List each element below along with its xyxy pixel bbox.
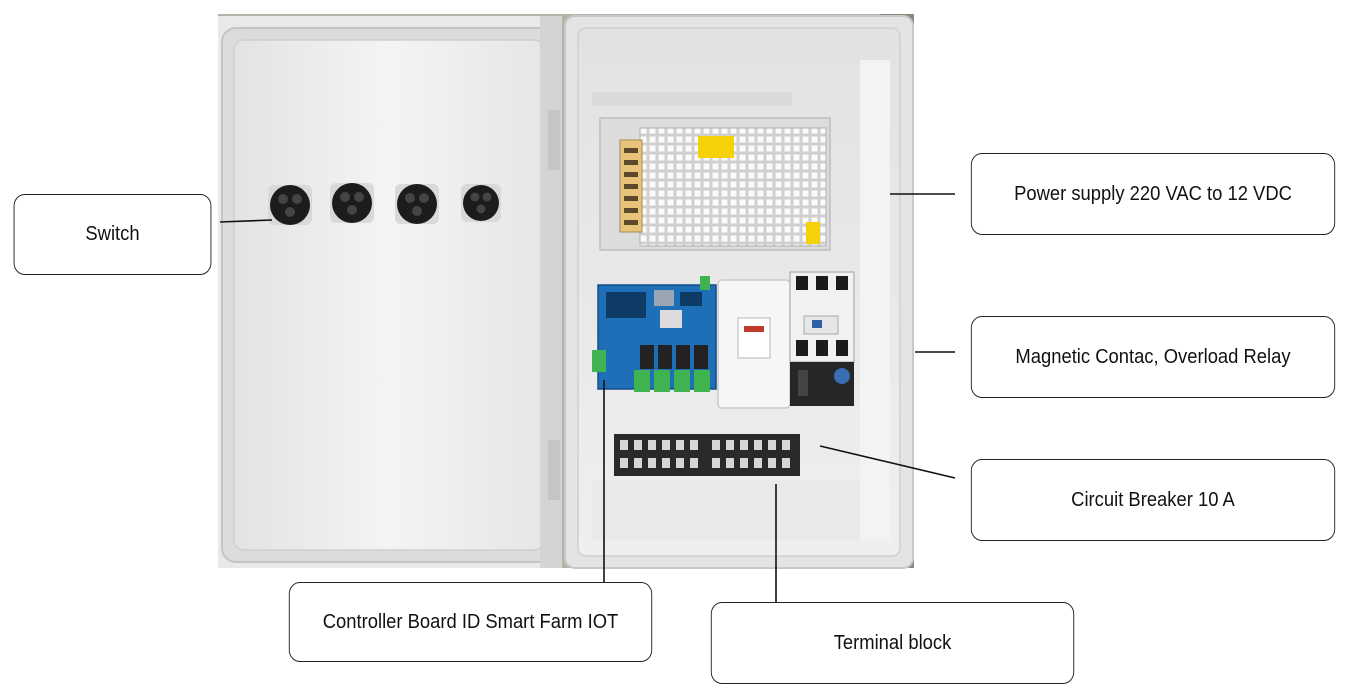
callout-terminal-block: Terminal block <box>710 602 1075 684</box>
warning-sticker-small <box>806 222 820 244</box>
warning-sticker <box>698 136 734 158</box>
switch-knob-1 <box>268 185 312 225</box>
magnetic-contactor <box>789 271 855 363</box>
switch-knob-2 <box>330 183 374 223</box>
leader-switch <box>219 219 273 223</box>
callout-terminal-block-text: Terminal block <box>833 631 952 654</box>
switch-knob-4 <box>461 184 501 222</box>
overload-relay <box>790 362 854 406</box>
callout-magnetic-contactor-text: Magnetic Contac, Overload Relay <box>1015 345 1291 368</box>
door-switches <box>268 183 501 225</box>
callout-power-supply-text: Power supply 220 VAC to 12 VDC <box>1014 182 1292 205</box>
circuit-breaker-module <box>717 279 791 409</box>
callout-magnetic-contactor: Magnetic Contac, Overload Relay <box>970 316 1336 398</box>
callout-switch-text: Switch <box>85 223 140 245</box>
callout-circuit-breaker: Circuit Breaker 10 A <box>970 459 1336 541</box>
relay-terminals <box>634 370 710 392</box>
leader-lines <box>219 193 956 602</box>
controller-board <box>592 276 717 392</box>
enclosure-door <box>218 16 562 568</box>
leader-circuit-breaker <box>819 445 956 479</box>
relay-row <box>640 345 708 369</box>
callout-controller-board-text: Controller Board ID Smart Farm IOT <box>322 610 619 633</box>
callout-switch: Switch <box>13 194 212 275</box>
callout-controller-board: Controller Board ID Smart Farm IOT <box>288 582 653 662</box>
switch-knob-3 <box>395 184 439 224</box>
callout-circuit-breaker-text: Circuit Breaker 10 A <box>1071 488 1235 511</box>
callout-power-supply: Power supply 220 VAC to 12 VDC <box>970 153 1336 235</box>
terminal-block <box>614 434 800 476</box>
power-supply-unit <box>599 117 831 251</box>
